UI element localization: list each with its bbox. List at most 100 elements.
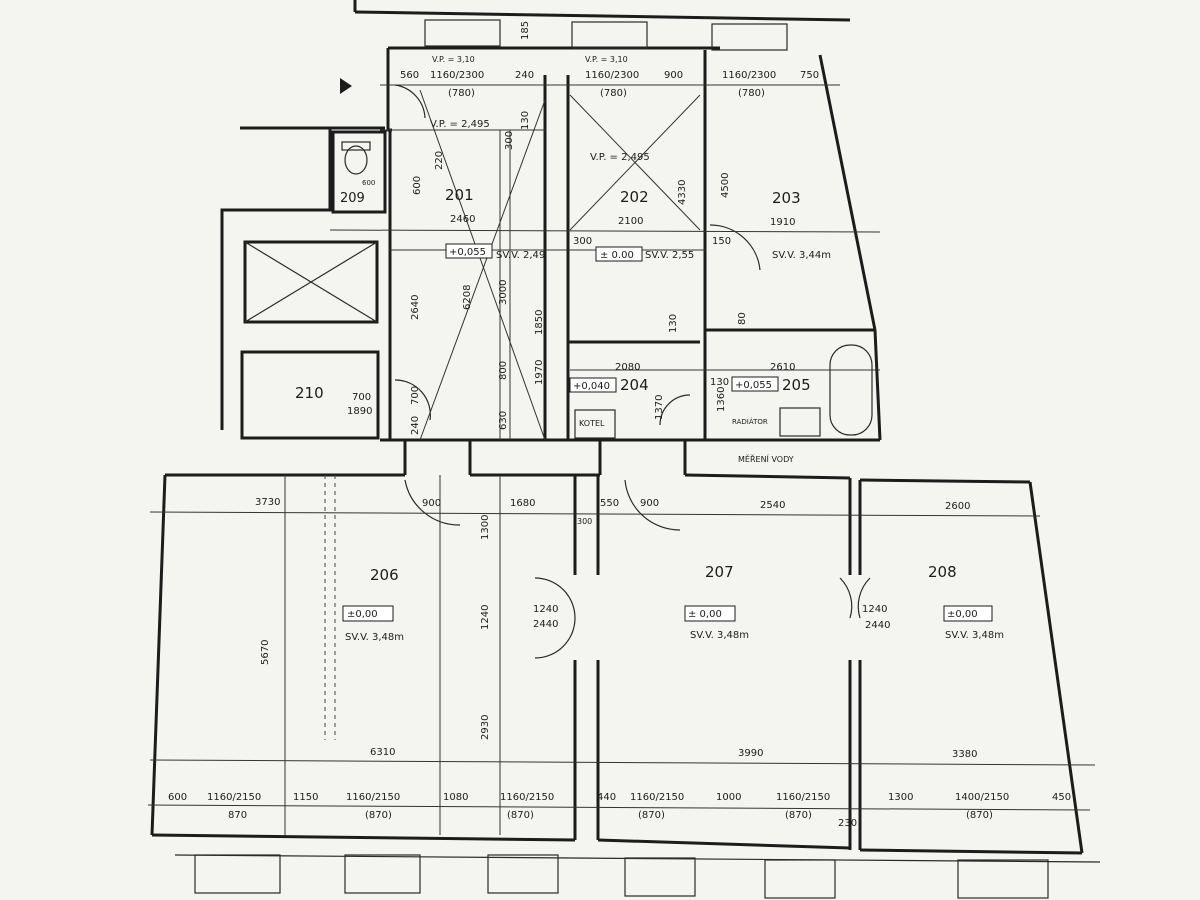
bottom-dim-870-a: 870 (228, 810, 247, 821)
mid-dim-80: 80 (737, 312, 748, 325)
bottom-dim-1160-2150-b: 1160/2150 (346, 792, 400, 803)
top-dim-1160-2300-c: 1160/2300 (722, 70, 776, 81)
room-206-number: 206 (370, 566, 399, 584)
room-206-dim-1300: 1300 (480, 515, 491, 540)
room-206-height: SV.V. 3,48m (345, 632, 404, 643)
mid-dim-300-c: 300 (504, 131, 515, 150)
room-201-dim-3000: 3000 (498, 280, 509, 305)
top-dim-780-a: (780) (448, 88, 475, 99)
bottom-dim-1160-2150-d: 1160/2150 (630, 792, 684, 803)
bottom-dim-230: 230 (838, 818, 857, 829)
bottom-dim-1300: 1300 (888, 792, 913, 803)
room-204-level: +0,040 (573, 381, 610, 392)
bottom-dim-1150: 1150 (293, 792, 318, 803)
room-205-number: 205 (782, 376, 811, 394)
room-210-dim-1890: 1890 (347, 406, 372, 417)
room-206: 206 3730 1680 6310 ±0,00 SV.V. 3,48m 567… (255, 497, 535, 758)
room-207-dim-2440: 2440 (533, 619, 558, 630)
room-201-height: SV.V. 2,49 (496, 250, 545, 261)
room-209-number: 209 (340, 191, 365, 206)
bottom-dim-1160-2150-e: 1160/2150 (776, 792, 830, 803)
room-205-radiator: RADIÁTOR (732, 417, 768, 426)
room-206-width-top: 3730 (255, 497, 280, 508)
mid-dimensions: 900 550 900 300 300 150 6208 1970 1850 8… (410, 111, 748, 526)
room-208-dim-2440: 2440 (865, 620, 890, 631)
top-dim-vp-1: V.P. = 3,10 (432, 55, 475, 64)
mid-dim-800: 800 (498, 361, 509, 380)
room-203-number: 203 (772, 189, 801, 207)
mid-dim-1970: 1970 (534, 360, 545, 385)
dimension-lines (147, 84, 1096, 835)
mid-dim-1850-a: 1850 (534, 310, 545, 335)
room-202-dim-4330: 4330 (677, 180, 688, 205)
room-204-number: 204 (620, 376, 649, 394)
room-204-width: 2080 (615, 362, 640, 373)
mid-dim-630: 630 (498, 411, 509, 430)
room-201-dim-2640: 2640 (410, 295, 421, 320)
top-dimensions: 560 1160/2300 (780) 240 185 1160/2300 (7… (400, 21, 819, 99)
room-201-width: 2460 (450, 214, 475, 225)
room-201-level: +0,055 (449, 247, 486, 258)
bottom-dim-1160-2150-a: 1160/2150 (207, 792, 261, 803)
room-210-number: 210 (295, 384, 324, 402)
room-201-vp: V.P. = 2,495 (430, 119, 490, 130)
top-dim-vp-2: V.P. = 3,10 (585, 55, 628, 64)
top-dim-1160-2300-b: 1160/2300 (585, 70, 639, 81)
room-201-number: 201 (445, 186, 474, 204)
room-207: 207 2540 3990 ± 0,00 SV.V. 3,48m 1240 24… (533, 500, 785, 759)
room-206-level: ±0,00 (347, 609, 378, 620)
mid-dim-130-c: 130 (520, 111, 531, 130)
bottom-dim-870-b: (870) (365, 810, 392, 821)
room-208-height: SV.V. 3,48m (945, 630, 1004, 641)
room-202: 202 2100 ± 0.00 SV.V. 2,55 4330 V.P. = 2… (590, 152, 694, 262)
mid-dim-220: 220 (434, 151, 445, 170)
room-207-number: 207 (705, 563, 734, 581)
top-dim-560: 560 (400, 70, 419, 81)
bottom-dim-450: 450 (1052, 792, 1071, 803)
bottom-dimensions: 600 1160/2150 870 1150 1160/2150 (870) 1… (168, 792, 1071, 829)
room-205-width: 2610 (770, 362, 795, 373)
room-201: 201 2460 +0,055 SV.V. 2,49 2640 3000 V.P… (410, 119, 545, 320)
room-203-height: SV.V. 3,44m (772, 250, 831, 261)
mid-dim-300-a: 300 (577, 517, 592, 526)
room-209-dim: 600 (362, 179, 375, 187)
room-206-dim-5670: 5670 (260, 640, 271, 665)
top-dim-185: 185 (520, 21, 531, 40)
room-208-number: 208 (928, 563, 957, 581)
room-208-dim-1240: 1240 (862, 604, 887, 615)
room-206-dim-1240: 1240 (480, 605, 491, 630)
arrow-marker-icon (340, 78, 352, 94)
room-202-number: 202 (620, 188, 649, 206)
room-207-width-bottom: 3990 (738, 748, 763, 759)
mid-dim-900-a: 900 (422, 498, 441, 509)
room-210-dim-700: 700 (352, 392, 371, 403)
bottom-dim-1160-2150-c: 1160/2150 (500, 792, 554, 803)
bottom-dim-870-c: (870) (507, 810, 534, 821)
top-dim-780-c: (780) (738, 88, 765, 99)
bottom-dim-1080: 1080 (443, 792, 468, 803)
mid-dim-300-b: 300 (573, 236, 592, 247)
room-203-dim-4500: 4500 (720, 173, 731, 198)
room-203-width: 1910 (770, 217, 795, 228)
bottom-dim-600: 600 (168, 792, 187, 803)
mid-dim-240: 240 (410, 416, 421, 435)
room-208-width-top: 2600 (945, 501, 970, 512)
mid-dim-600: 600 (412, 176, 423, 195)
room-208-level: ±0,00 (947, 609, 978, 620)
mid-dim-6208: 6208 (462, 285, 473, 310)
bottom-dim-1400-2150: 1400/2150 (955, 792, 1009, 803)
room-206-width-bottom: 6310 (370, 747, 395, 758)
room-202-vp: V.P. = 2,495 (590, 152, 650, 163)
top-dim-900: 900 (664, 70, 683, 81)
bottom-dim-870-f: (870) (966, 810, 993, 821)
bottom-dim-1000: 1000 (716, 792, 741, 803)
room-205-level: +0,055 (735, 380, 772, 391)
room-204-note: KOTEL (579, 419, 605, 428)
mid-dim-900-b: 900 (640, 498, 659, 509)
room-208: 208 2600 3380 ±0,00 SV.V. 3,48m 1240 244… (862, 501, 1004, 760)
room-204: 204 2080 +0,040 KOTEL (569, 362, 649, 428)
mid-dim-130-a: 130 (668, 314, 679, 333)
bottom-dim-440: 440 (597, 792, 616, 803)
room-210: 210 700 1890 (295, 384, 372, 417)
top-dim-240: 240 (515, 70, 534, 81)
